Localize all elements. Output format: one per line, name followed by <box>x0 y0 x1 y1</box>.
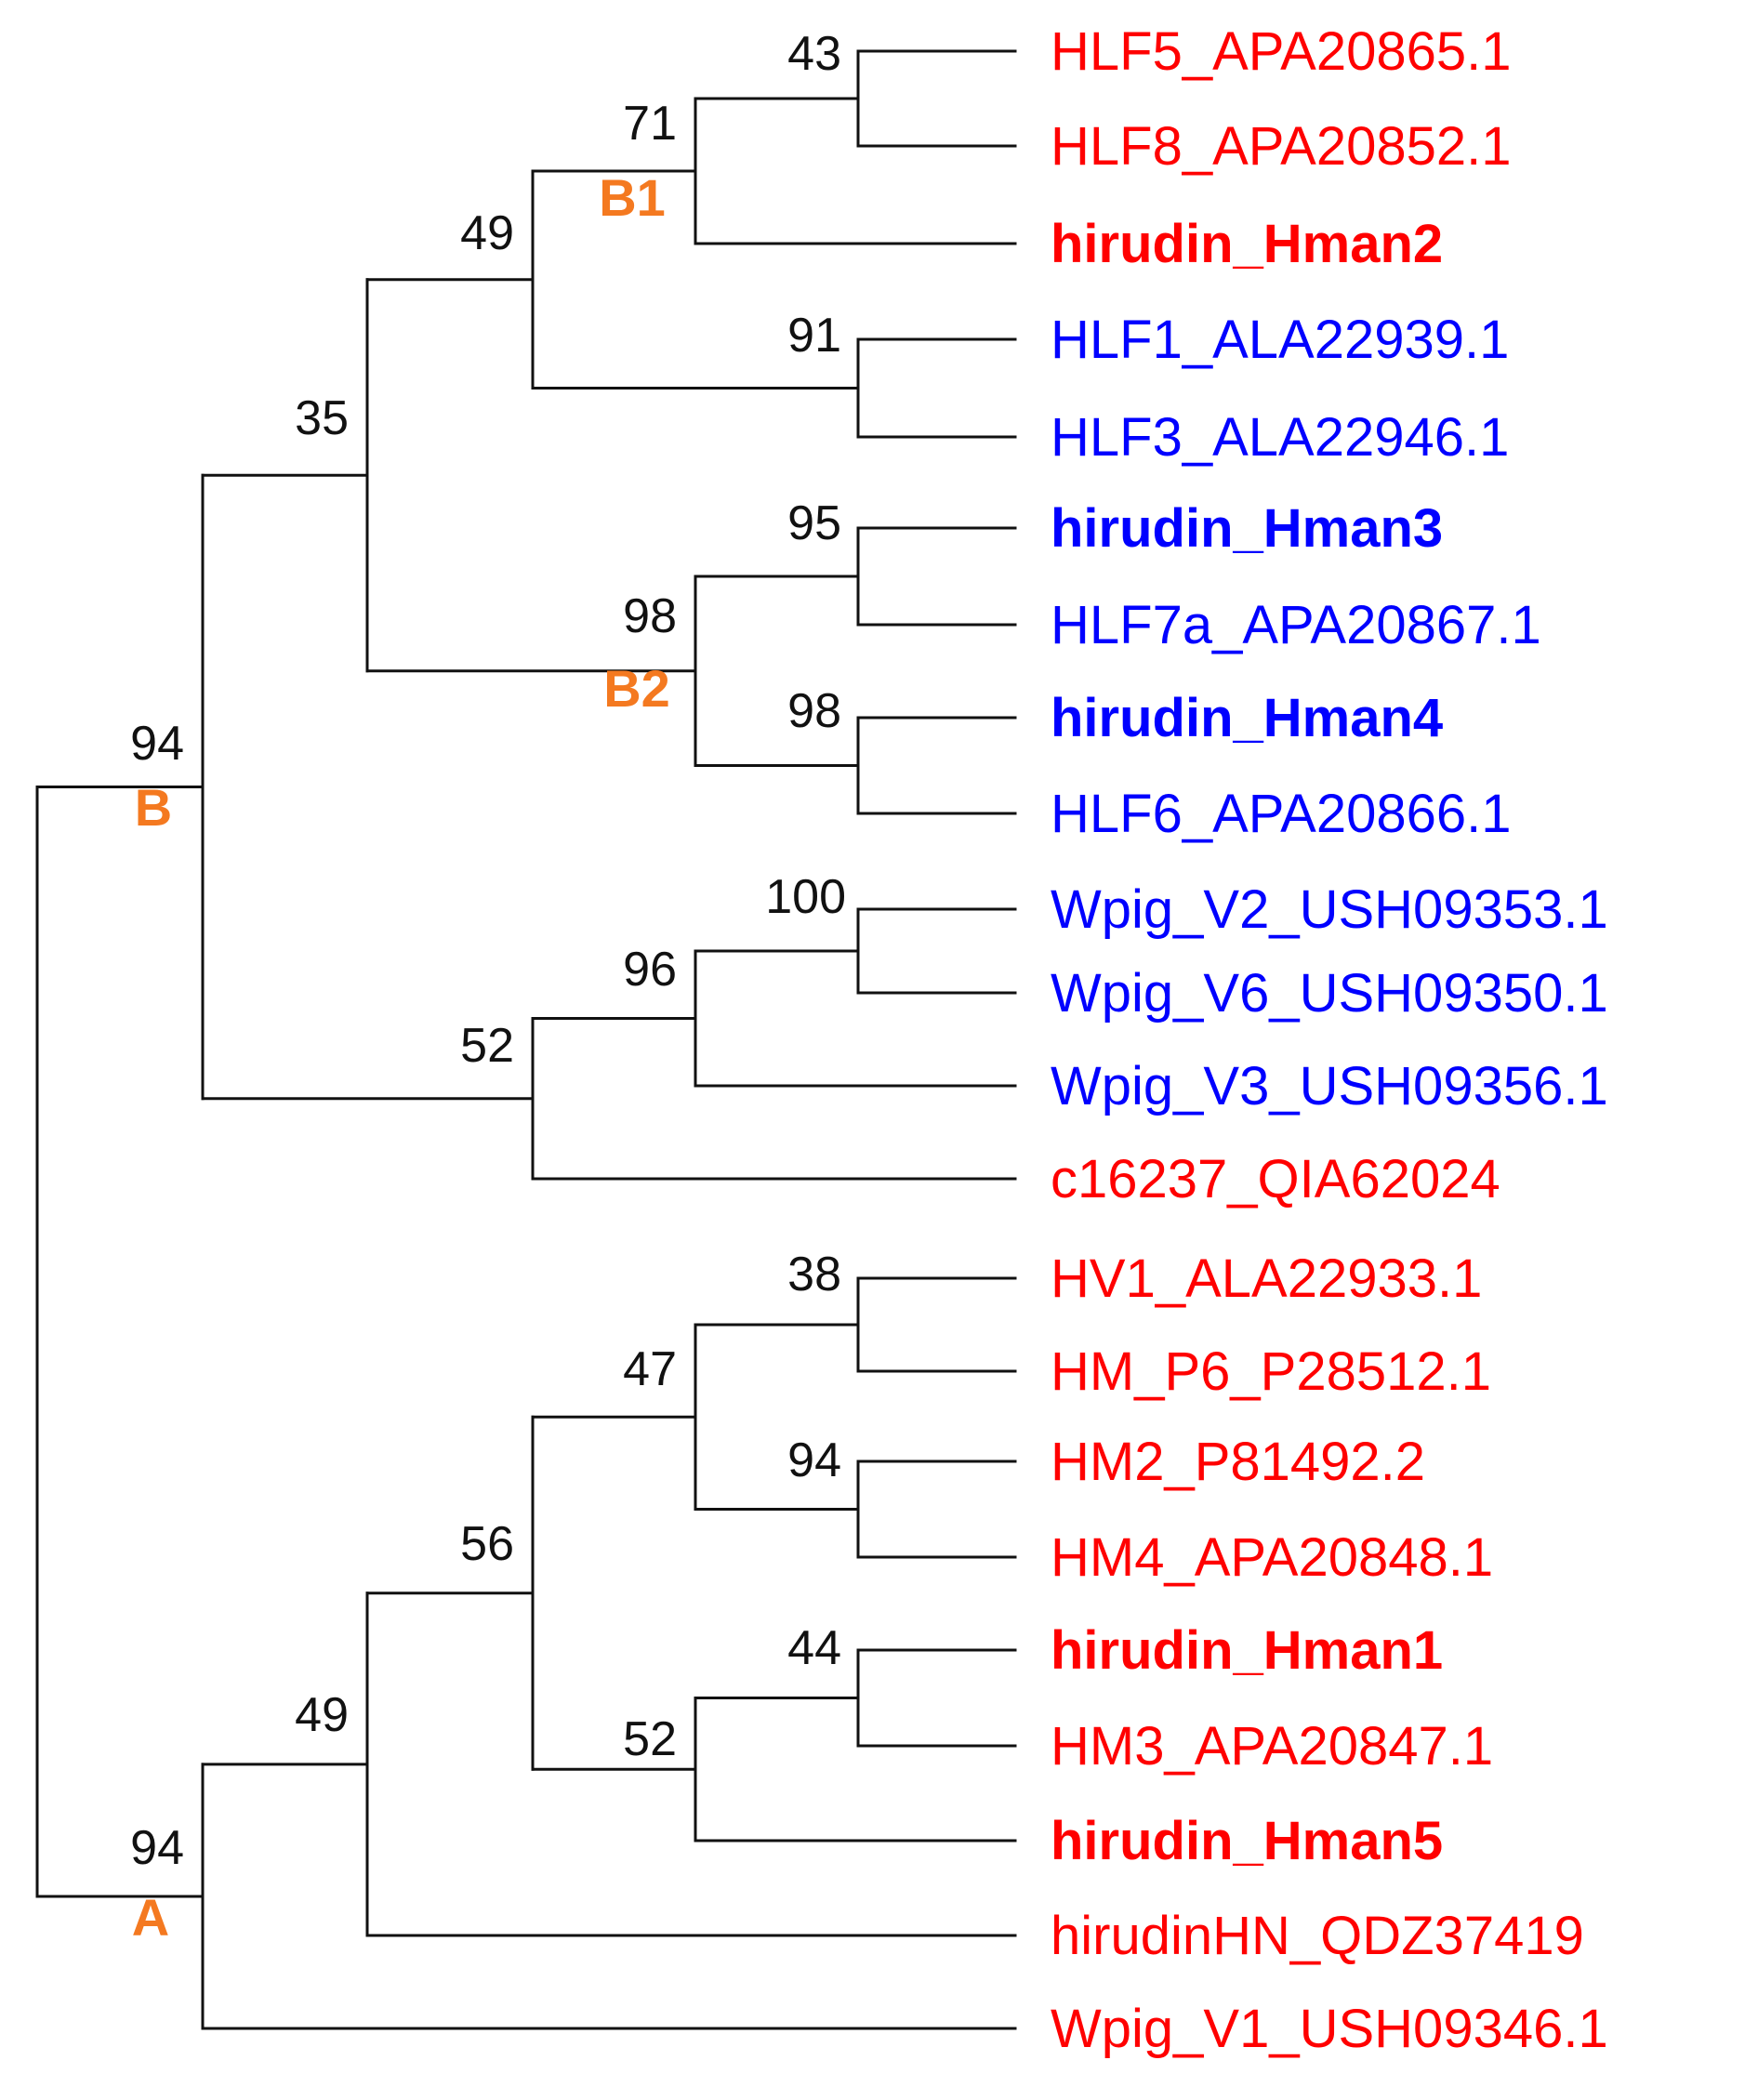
leaf-label: hirudin_Hman1 <box>1051 1620 1443 1681</box>
support-value-n_hv1_hmp6: 38 <box>787 1248 841 1301</box>
support-value-n_c16237: 52 <box>460 1019 514 1073</box>
leaf-label: Wpig_V2_USH09353.1 <box>1051 879 1608 940</box>
leaf-label: Wpig_V3_USH09356.1 <box>1051 1056 1608 1116</box>
leaf-label: HLF8_APA20852.1 <box>1051 116 1512 177</box>
leaf-label: Wpig_V6_USH09350.1 <box>1051 963 1608 1024</box>
leaf-label: HM_P6_P28512.1 <box>1051 1341 1491 1402</box>
leaf-label: hirudin_Hman3 <box>1051 498 1443 559</box>
support-value-n_hirudinhn: 49 <box>295 1688 349 1742</box>
clade-label-b: B <box>135 778 172 837</box>
support-value-n_wpig_v2_v6: 100 <box>765 870 846 924</box>
support-values: 43 71 91 49 95 98 98 35 100 96 52 94 38 94 47 44 52 56 49 9… <box>130 27 846 1875</box>
support-value-n_hman3_hlf7a: 95 <box>787 496 841 550</box>
leaf-label: HV1_ALA22933.1 <box>1051 1248 1482 1309</box>
support-value-n_hm_group: 47 <box>623 1342 677 1396</box>
leaf-label: HM2_P81492.2 <box>1051 1432 1425 1492</box>
tree-branches <box>35 49 1017 2030</box>
support-value-n_hman1_hm3: 44 <box>787 1621 841 1675</box>
leaf-label: c16237_QIA62024 <box>1051 1149 1500 1209</box>
leaf-label: hirudin_Hman2 <box>1051 214 1443 274</box>
support-value-n_wpig_v3: 96 <box>623 943 677 997</box>
clade-label-b2: B2 <box>603 659 670 718</box>
leaf-label: HM3_APA20847.1 <box>1051 1716 1493 1776</box>
leaf-label: HM4_APA20848.1 <box>1051 1527 1493 1588</box>
support-value-n_hman5: 52 <box>623 1712 677 1766</box>
clade-label-b1: B1 <box>599 168 666 227</box>
leaf-label: Wpig_V1_USH09346.1 <box>1051 1999 1608 2059</box>
support-value-n_a: 94 <box>130 1821 184 1875</box>
leaf-label: HLF7a_APA20867.1 <box>1051 595 1541 655</box>
support-value-n_hm_hman: 56 <box>460 1517 514 1571</box>
support-value-n_b1_b2: 35 <box>295 391 349 445</box>
support-value-n_b1_hlf1: 49 <box>460 206 514 260</box>
leaf-label: HLF6_APA20866.1 <box>1051 784 1512 844</box>
leaf-label: HLF3_ALA22946.1 <box>1051 407 1509 468</box>
leaf-label: hirudin_Hman5 <box>1051 1811 1443 1871</box>
support-value-n_b: 94 <box>130 717 184 771</box>
support-value-n_hm2_hm4: 94 <box>787 1433 841 1487</box>
leaf-label: hirudinHN_QDZ37419 <box>1051 1906 1584 1966</box>
leaf-label: HLF5_APA20865.1 <box>1051 21 1512 82</box>
support-value-n_hlf1_hlf3: 91 <box>787 309 841 363</box>
support-value-n_hman4_hlf6: 98 <box>787 684 841 738</box>
leaf-label: hirudin_Hman4 <box>1051 688 1443 748</box>
support-value-n_b1: 71 <box>623 97 677 151</box>
leaf-label: HLF1_ALA22939.1 <box>1051 310 1509 370</box>
support-value-n_hlf5_hlf8: 43 <box>787 27 841 81</box>
clade-label-a: A <box>132 1888 169 1947</box>
support-value-n_b2: 98 <box>623 589 677 643</box>
